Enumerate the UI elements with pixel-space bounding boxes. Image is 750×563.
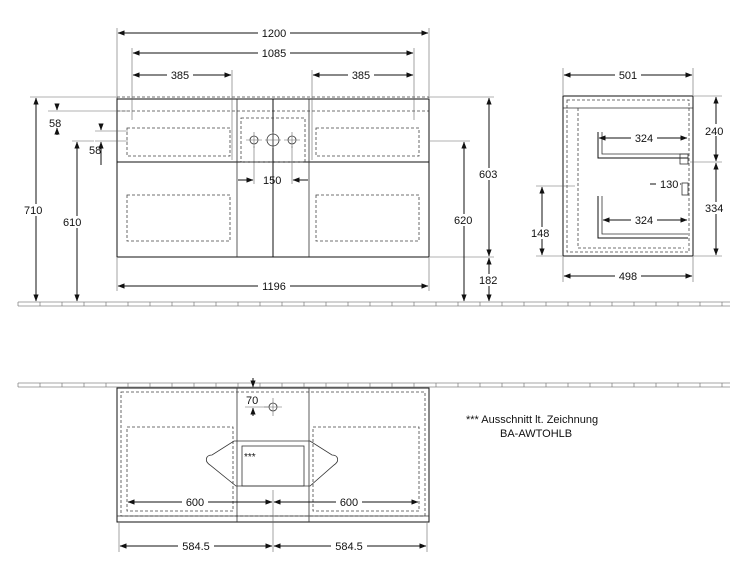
dim-584-right: 584.5 bbox=[273, 523, 428, 553]
dim-584-left: 584.5 bbox=[118, 523, 273, 553]
dim-324-upper: 324 bbox=[598, 131, 688, 145]
dim-label-610: 610 bbox=[63, 217, 81, 229]
tap-hole-icon bbox=[246, 132, 300, 148]
dim-label-324-upper: 324 bbox=[635, 133, 653, 145]
dim-label-501: 501 bbox=[619, 70, 637, 82]
dim-label-584-left: 584.5 bbox=[182, 541, 210, 553]
dim-label-600-right: 600 bbox=[340, 497, 358, 509]
dim-324-lower: 324 bbox=[602, 213, 688, 227]
floor-hatch bbox=[17, 302, 723, 306]
basin-cutout-outline bbox=[206, 440, 338, 487]
dim-150: 150 bbox=[238, 146, 308, 187]
dim-label-620: 620 bbox=[454, 215, 472, 227]
dim-label-584-right: 584.5 bbox=[335, 541, 363, 553]
dim-600-left: 600 bbox=[127, 495, 273, 509]
dim-label-148: 148 bbox=[531, 228, 549, 240]
dim-334: 334 bbox=[694, 162, 728, 257]
dim-385-right: 385 bbox=[311, 68, 414, 160]
dim-label-600-left: 600 bbox=[186, 497, 204, 509]
dim-70: 70 bbox=[245, 378, 269, 416]
dim-label-130: 130 bbox=[660, 179, 678, 191]
dim-label-334: 334 bbox=[705, 203, 723, 215]
dim-label-498: 498 bbox=[619, 271, 637, 283]
dim-label-182: 182 bbox=[479, 275, 497, 287]
dim-130: 130 bbox=[650, 177, 682, 191]
side-view: 501 324 130 324 240 bbox=[530, 68, 728, 283]
dim-width-1200: 1200 bbox=[116, 26, 430, 97]
dim-58-a: 58 bbox=[48, 103, 128, 135]
dim-710: 710 bbox=[24, 96, 116, 302]
dim-depth-498: 498 bbox=[562, 257, 694, 283]
dim-600-right: 600 bbox=[273, 495, 419, 509]
dim-240: 240 bbox=[690, 95, 728, 163]
dim-width-1196: 1196 bbox=[116, 258, 430, 293]
cutout-marker: *** bbox=[244, 452, 256, 463]
dim-148: 148 bbox=[530, 185, 575, 257]
dim-label-603: 603 bbox=[479, 169, 497, 181]
note-line-2: BA-AWTOHLB bbox=[500, 428, 572, 440]
dim-label-324-lower: 324 bbox=[635, 215, 653, 227]
dim-label-70: 70 bbox=[246, 395, 258, 407]
dim-620: 620 bbox=[430, 140, 475, 302]
dim-label-710: 710 bbox=[24, 205, 42, 217]
dim-603: 603 bbox=[430, 96, 500, 258]
top-view: 70 *** 600 600 584.5 584.5 *** bbox=[17, 378, 730, 553]
dim-label-385-left: 385 bbox=[171, 70, 189, 82]
front-view: 1200 1085 385 385 58 bbox=[17, 26, 730, 307]
dim-385-left: 385 bbox=[132, 68, 233, 160]
dim-label-150: 150 bbox=[263, 175, 281, 187]
dim-label-1200: 1200 bbox=[262, 28, 286, 40]
dim-label-1085: 1085 bbox=[262, 48, 286, 60]
dim-label-385-right: 385 bbox=[352, 70, 370, 82]
dim-610: 610 bbox=[62, 140, 94, 302]
dim-width-1085: 1085 bbox=[131, 46, 415, 120]
dim-label-1196: 1196 bbox=[262, 281, 286, 293]
dim-depth-501: 501 bbox=[562, 68, 694, 95]
dim-label-240: 240 bbox=[705, 126, 723, 138]
note-line-1: *** Ausschnitt lt. Zeichnung bbox=[466, 414, 598, 426]
dim-label-58-a: 58 bbox=[49, 118, 61, 130]
side-cabinet-body bbox=[562, 95, 694, 257]
dim-182: 182 bbox=[478, 257, 500, 302]
dim-58-b: 58 bbox=[89, 123, 128, 165]
dim-label-58-b: 58 bbox=[89, 145, 101, 157]
